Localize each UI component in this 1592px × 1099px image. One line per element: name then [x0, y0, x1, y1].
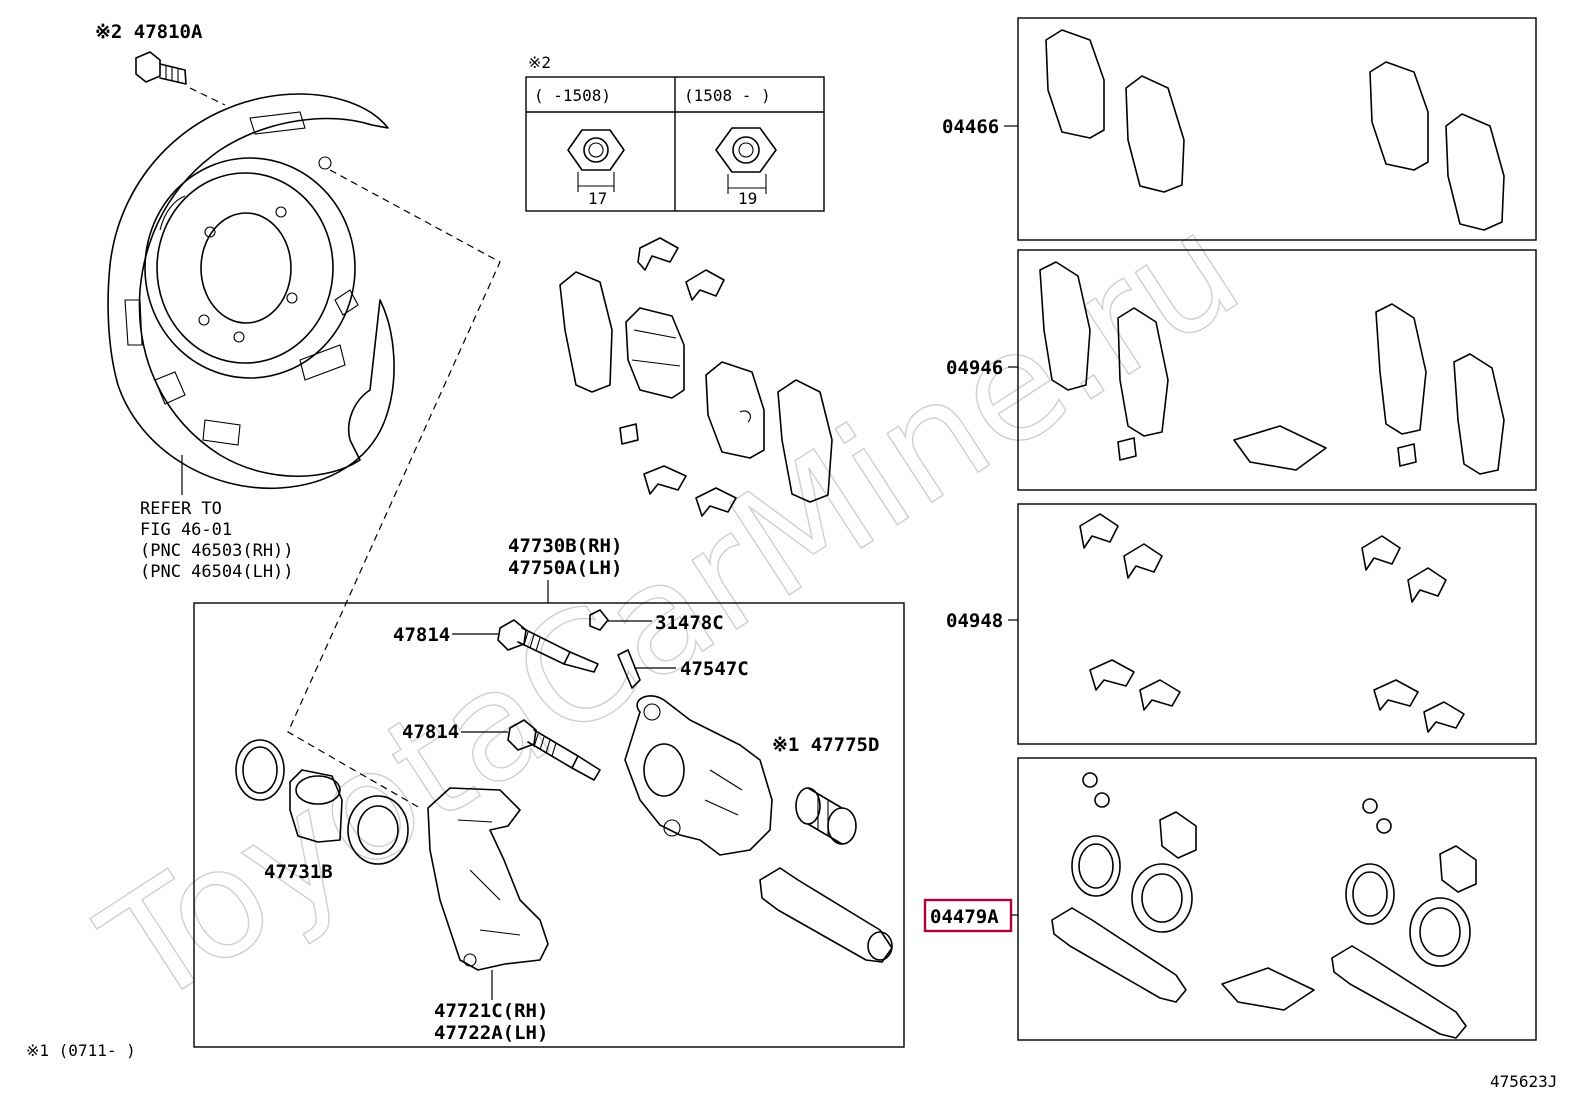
kit-box-04479A: [1017, 757, 1537, 1041]
label-31478C: 31478C: [655, 612, 724, 634]
label-47750A: 47750A(LH): [508, 557, 622, 579]
nut-table-note-mark: ※2: [528, 53, 551, 72]
brake-pads-and-clips: [559, 237, 833, 517]
slide-bushing: [759, 867, 893, 963]
label-04479A[interactable]: 04479A: [930, 906, 999, 928]
kit-04948-clips: [1079, 513, 1465, 733]
boot-47775D: [795, 787, 857, 845]
label-04946: 04946: [946, 357, 1003, 379]
label-47547C: 47547C: [680, 658, 749, 680]
bolt-47810A: [135, 51, 187, 85]
label-47722A: 47722A(LH): [434, 1022, 548, 1044]
refer-note-line-1: REFER TO: [140, 499, 222, 519]
caliper-assembly-box: [193, 602, 905, 1048]
watermark: ToyotaCarMine.ru: [74, 181, 1269, 1041]
piston-seal-set: [235, 739, 409, 865]
caliper-mounting-bracket: [427, 787, 549, 971]
refer-note-line-2: FIG 46-01: [140, 520, 232, 540]
nut-size-table: ( -1508) (1508 - ) 17 19: [525, 76, 825, 212]
disc-dust-cover: [107, 93, 395, 489]
nut-size-left: 17: [588, 189, 607, 208]
label-04466: 04466: [942, 116, 999, 138]
kit-04479A-seals: [1051, 772, 1477, 1039]
kit-box-04466: [1017, 17, 1537, 241]
refer-note-line-3: (PNC 46503(RH)): [140, 541, 294, 561]
label-47814-lower: 47814: [402, 721, 459, 743]
refer-note-line-4: (PNC 46504(LH)): [140, 562, 294, 582]
kit-04946-shims: [1039, 261, 1505, 475]
guide-pin-upper: [497, 619, 599, 673]
label-04948: 04948: [946, 610, 1003, 632]
bleeder-screw-47547C: [617, 649, 641, 689]
kit-box-04946: [1017, 249, 1537, 491]
nut-size-right: 19: [738, 189, 757, 208]
nut-table-header-left: ( -1508): [534, 86, 611, 105]
figure-id: 475623J: [1490, 1072, 1557, 1091]
label-47731B: 47731B: [264, 861, 333, 883]
label-47814-upper: 47814: [393, 624, 450, 646]
bleeder-cap-31478C: [589, 609, 609, 631]
footnote: ※1 (0711- ): [26, 1041, 136, 1060]
label-47775D: ※1 47775D: [772, 734, 879, 756]
kit-box-04948: [1017, 503, 1537, 745]
label-47721C: 47721C(RH): [434, 1000, 548, 1022]
guide-pin-lower: [507, 719, 601, 781]
nut-table-header-right: (1508 - ): [684, 86, 771, 105]
caliper-body: [624, 695, 773, 856]
label-47810A: ※2 47810A: [95, 21, 203, 43]
kit-04466-pads: [1045, 29, 1505, 231]
label-47730B: 47730B(RH): [508, 535, 622, 557]
